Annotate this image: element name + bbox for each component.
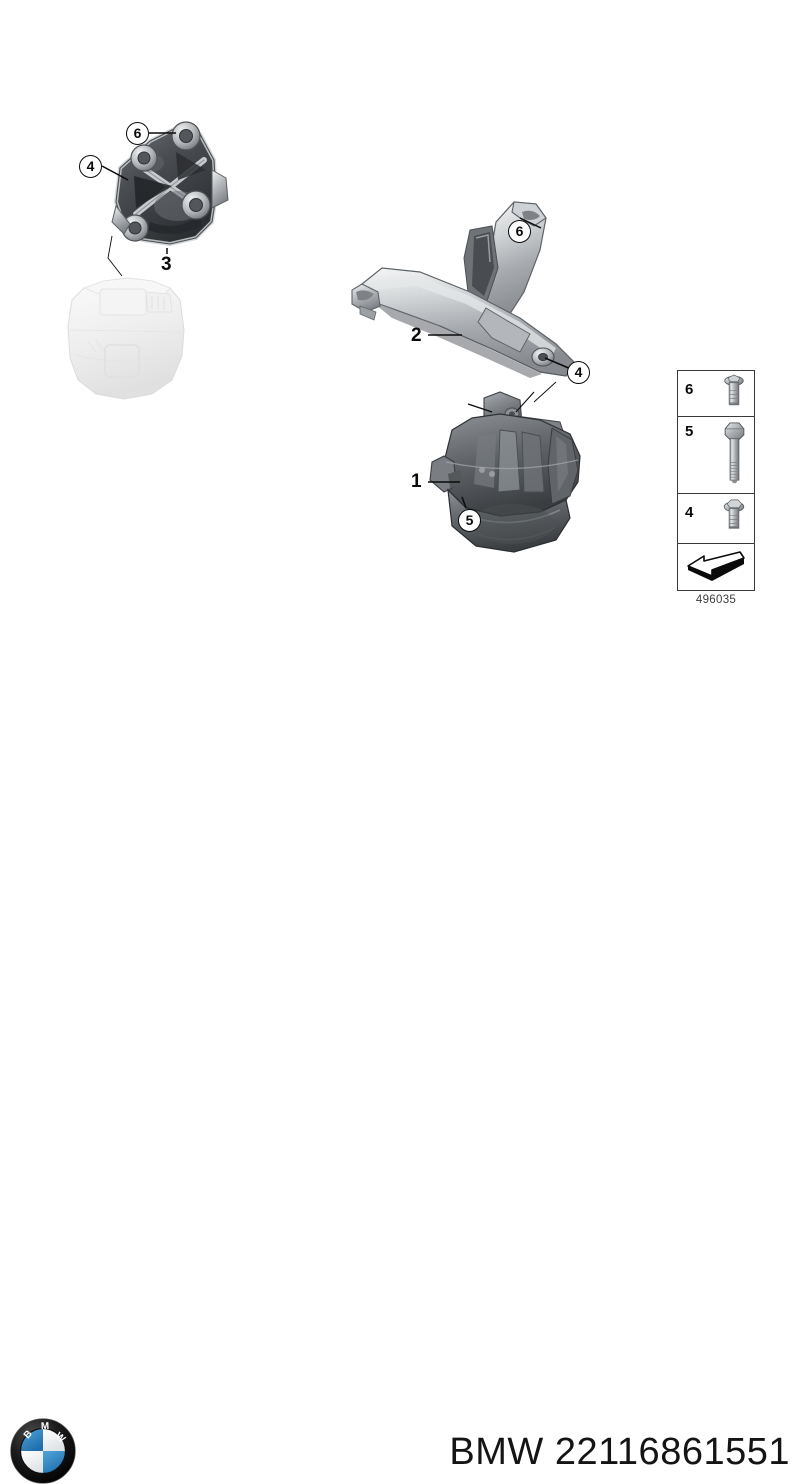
leader-bracket-to-ghost — [107, 235, 123, 277]
engine-support-arm-part-2 — [351, 201, 575, 378]
pointer-mount-tab-left — [467, 403, 493, 413]
engine-mount-part-1 — [429, 391, 581, 553]
diagram-code: 496035 — [695, 594, 737, 606]
short-flange-bolt-icon — [724, 374, 744, 406]
leader-arm-to-mount — [533, 381, 557, 403]
part-number: BMW 22116861551 — [449, 1431, 790, 1473]
callout-5-mount[interactable]: 5 — [458, 509, 481, 532]
long-hex-bolt-icon — [724, 422, 745, 484]
parts-diagram: 6 4 3 6 2 4 1 5 6 5 — [0, 121, 800, 1484]
leader-4-arm — [544, 357, 572, 370]
legend-label-4: 4 — [685, 504, 694, 521]
legend-row-bolt-6: 6 — [678, 371, 754, 417]
engine-mount-bracket-part-3 — [111, 121, 229, 246]
callout-4-bracket[interactable]: 4 — [79, 155, 102, 178]
pointer-mount-tab-right — [515, 391, 535, 413]
callout-6-arm[interactable]: 6 — [508, 220, 531, 243]
callout-3-bracket: 3 — [161, 254, 172, 275]
leader-6-arm — [519, 217, 542, 229]
leader-4-bracket — [101, 165, 129, 181]
arm-bolt-boss — [531, 347, 555, 367]
legend-row-direction-arrow — [678, 544, 754, 590]
callout-6-bracket[interactable]: 6 — [126, 122, 149, 145]
callout-2-arm: 2 — [411, 325, 422, 346]
leader-5-mount — [461, 496, 467, 509]
direction-arrow-icon — [687, 551, 745, 581]
hardware-legend: 6 5 4 — [677, 370, 755, 591]
diagram-artwork — [67, 121, 581, 553]
legend-label-5: 5 — [685, 423, 694, 440]
legend-row-bolt-5: 5 — [678, 417, 754, 494]
ghosted-engine-mount-reference — [67, 277, 185, 400]
bracket-bushing-top-left — [130, 144, 158, 172]
callout-4-arm[interactable]: 4 — [567, 361, 590, 384]
legend-row-bolt-4: 4 — [678, 494, 754, 544]
bracket-bushing-top-right — [171, 121, 201, 151]
callout-1-mount: 1 — [411, 471, 422, 492]
legend-label-6: 6 — [685, 381, 694, 398]
leader-lines — [101, 132, 572, 509]
bracket-bushing-right — [181, 190, 211, 220]
short-hex-bolt-icon — [723, 499, 745, 529]
footer: B M W BMW 22116861551 — [0, 700, 800, 1484]
